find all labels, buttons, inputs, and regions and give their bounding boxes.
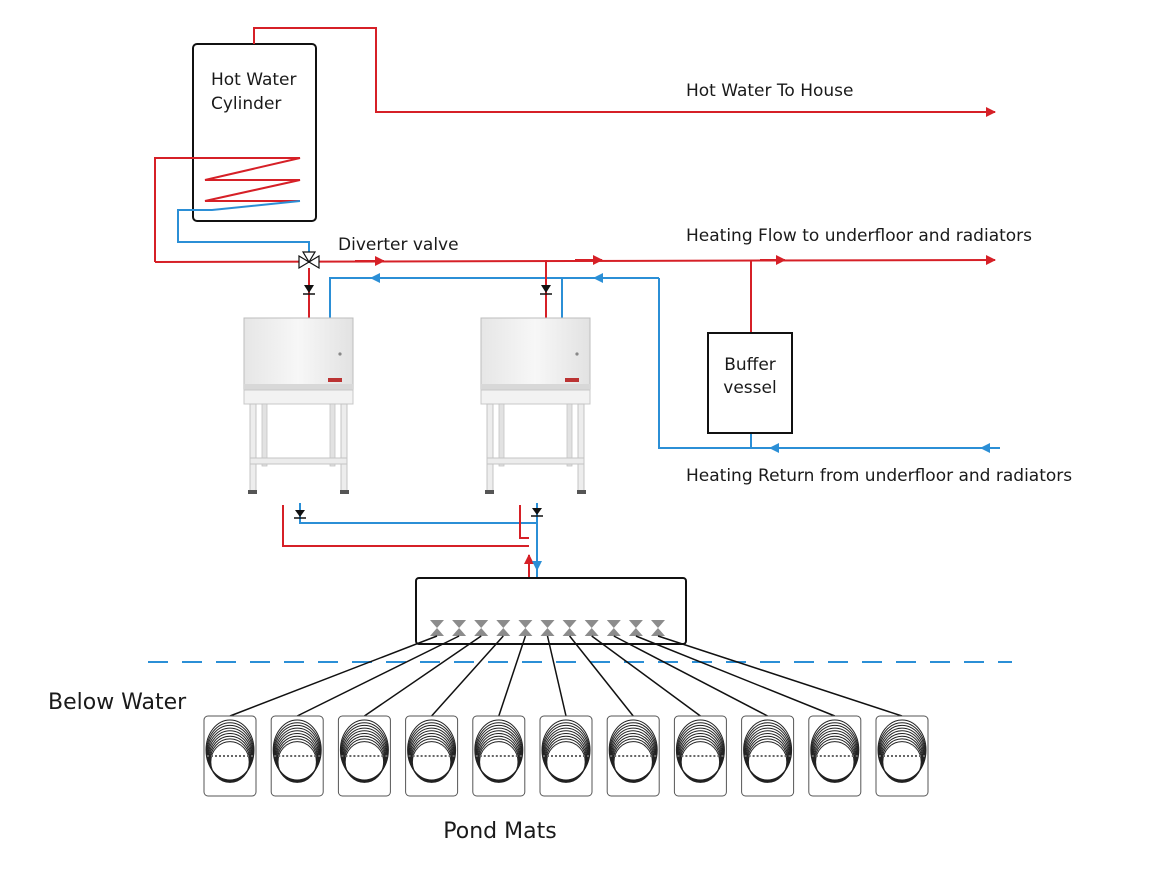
return-arrow-head [980,443,990,453]
mat-connection-line [613,635,768,717]
pond-mat [606,715,660,797]
hot-water-to-house-label: Hot Water To House [686,81,854,101]
pond-mat [808,715,862,797]
mat-connection-line [431,635,504,717]
unit1-source-flow [282,505,529,547]
manifold-port [518,620,533,636]
buffer-label-line2: vessel [723,378,776,398]
pond-mat [741,715,795,797]
pond-mats-label: Pond Mats [443,819,556,844]
mat-connection-line [635,635,836,717]
manifold-port [628,620,643,636]
pond-mat [673,715,727,797]
pond-mat [337,715,391,797]
pond-mat [270,715,324,797]
diverter-valve [298,251,320,270]
pond-mat [405,715,459,797]
non-return-valve-1 [303,285,315,295]
manifold-port [606,620,621,636]
buffer-vessel [707,332,793,434]
mat-connection-line [296,635,460,717]
return-header-pipe [329,277,659,318]
cylinder-label-line2: Cylinder [211,94,281,114]
mat-connection-line [546,635,567,717]
buffer-label-line1: Buffer [724,355,776,375]
mat-connection-lines [229,635,903,717]
pond-mats [203,715,929,797]
manifold-ports [430,620,665,636]
mat-connection-line [363,635,482,717]
cylinder-label-line1: Hot Water [211,70,297,90]
manifold-port [651,620,665,636]
manifold-port [562,620,577,636]
heating-return-label: Heating Return from underfloor and radia… [686,466,1072,486]
cylinder-coil [154,157,301,262]
manifold-port [430,620,444,636]
pond-mat [539,715,593,797]
heat-pump-unit-2 [480,317,591,494]
non-return-valve-4 [531,508,543,517]
heat-pump-unit-1 [243,317,354,494]
diverter-valve-label: Diverter valve [338,235,459,255]
manifold-port [474,620,489,636]
manifold-box [415,577,687,645]
mat-connection-line [569,635,634,717]
below-water-label: Below Water [48,690,187,715]
heating-flow-label: Heating Flow to underfloor and radiators [686,226,1032,246]
heating-return-pipe [658,278,995,449]
manifold-port [540,620,555,636]
cylinder-coil-return [177,200,310,258]
manifold-port [584,620,599,636]
non-return-valve-2 [540,285,552,295]
mat-connection-line [657,635,903,717]
unit1-source-return [299,503,537,524]
manifold-port [452,620,467,636]
pond-mat [472,715,526,797]
pond-mat [203,715,257,797]
manifold-port [496,620,511,636]
mat-connection-line [591,635,701,717]
non-return-valve-3 [294,510,306,519]
mat-connection-line [229,635,438,717]
hot-water-to-house-pipe [253,27,996,117]
mat-connection-line [498,635,527,717]
pond-mat [875,715,929,797]
unit2-source-flow [519,505,529,539]
